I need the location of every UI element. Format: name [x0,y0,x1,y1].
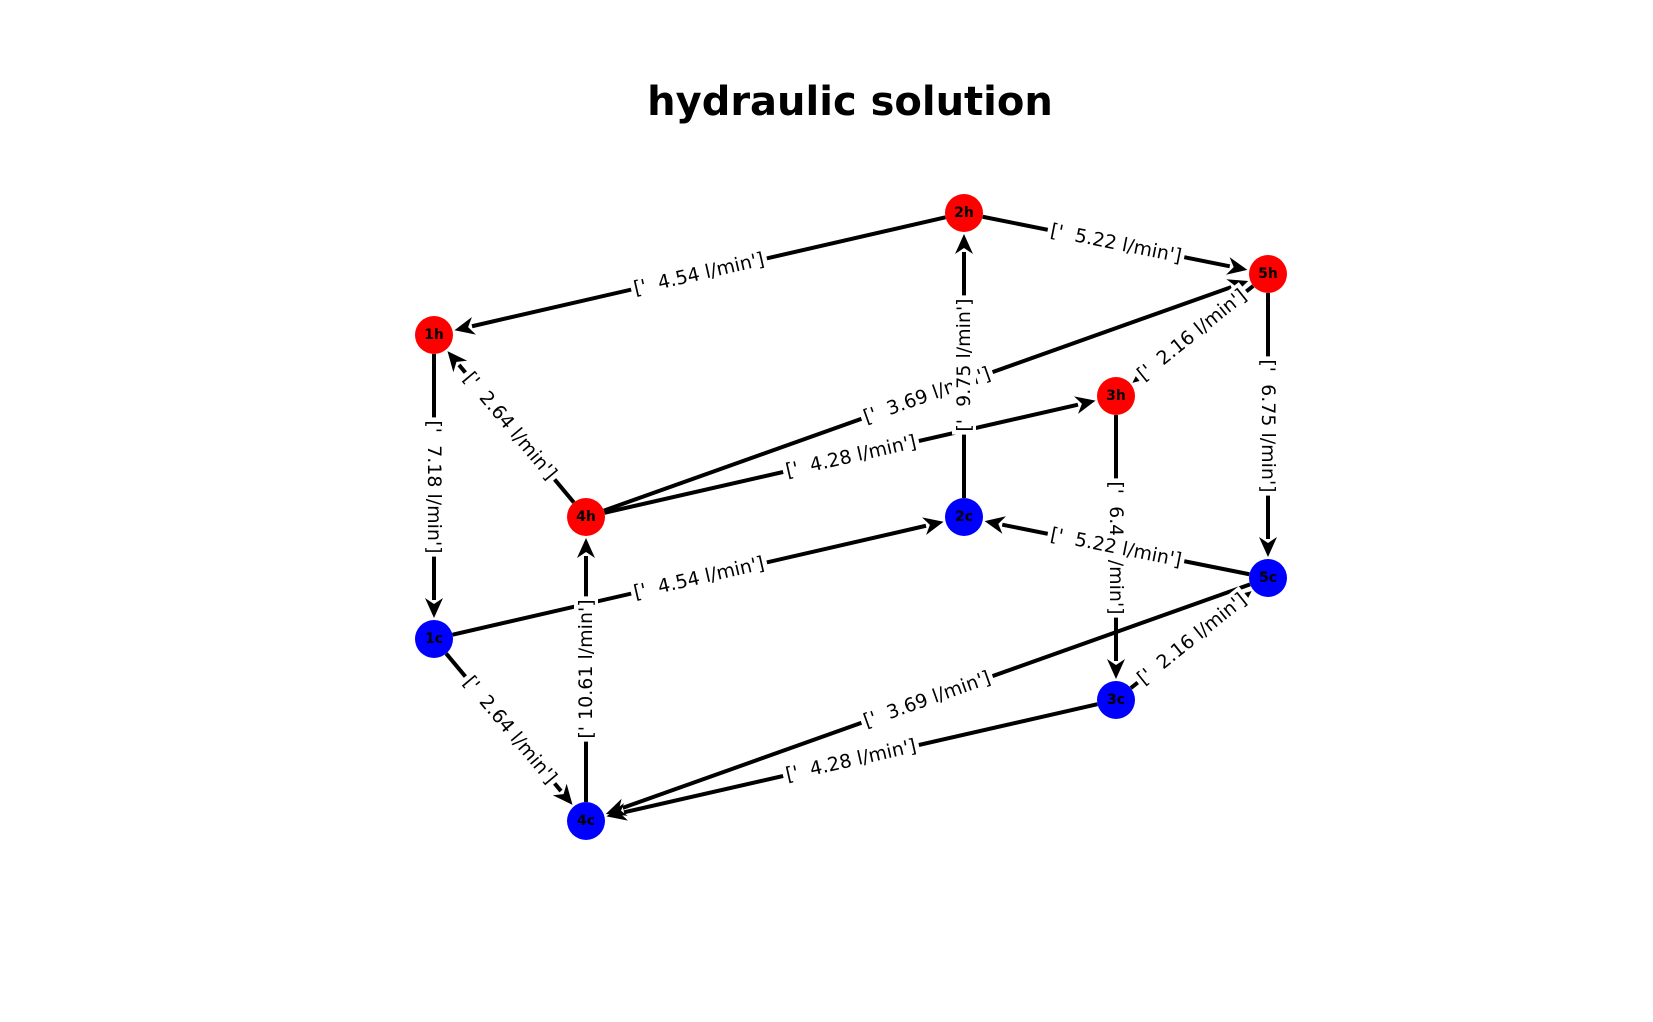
edge-label-background [780,733,922,788]
node-label: 4h [576,509,596,525]
edge-label-background [1256,356,1280,496]
edge-label-background [574,596,598,742]
edge-label-group: [' 2.16 l/min'] [1130,282,1254,388]
edge-label-background [628,550,770,606]
arrow-head-icon [447,351,468,373]
node-circle [415,620,453,658]
node-circle [567,498,605,536]
edge-label-background [1130,586,1254,692]
edge-label-background [857,664,997,735]
edge-label-group: [' 4.28 l/min'] [780,733,922,788]
arrow-head-icon [552,783,573,805]
edge-label-background [780,429,922,484]
edge-flow-label: [' 6.75 l/min'] [1257,359,1279,492]
edge-flow-label: [' 3.69 l/min'] [861,667,994,732]
edge-label-background [456,364,564,488]
edge-label-group: [' 2.64 l/min'] [456,364,564,488]
node-2c: 2c [945,498,983,536]
edge-flow-label: [' 4.54 l/min'] [632,552,767,603]
arrow-head-icon [984,516,1006,534]
node-3h: 3h [1097,377,1135,415]
node-circle [415,316,453,354]
arrow-head-icon [1259,537,1277,557]
arrow-head-icon [454,317,476,335]
edge-labels-layer: [' 4.54 l/min'] [' 5.22 l/min'] [' 2.64 l/… [422,218,1280,792]
node-circle [945,498,983,536]
node-label: 1c [425,631,443,647]
edge-label-group: [' 4.28 l/min'] [780,429,922,484]
edge-flow-label: [' 7.18 l/min'] [423,420,445,553]
edge-label-group: [' 6.75 l/min'] [1256,356,1280,496]
edge-flow-label: [' 10.61 l/min'] [575,599,597,738]
arrow-head-icon [606,803,628,821]
edge-flow-label: [' 4.54 l/min'] [632,248,767,299]
node-circle [1097,681,1135,719]
arrow-head-icon [605,798,628,816]
edge-label-group: [' 3.69 l/min'] [857,664,997,735]
edge-flow-label: [' 9.75 l/min'] [953,298,975,431]
arrow-head-icon [1107,659,1125,679]
node-3c: 3c [1097,681,1135,719]
node-label: 2c [955,509,973,525]
edge-flow-label: [' 2.64 l/min'] [459,672,561,788]
node-1c: 1c [415,620,453,658]
node-4c: 4c [567,802,605,840]
edges-layer [425,214,1277,821]
edge-label-group: [' 2.16 l/min'] [1130,586,1254,692]
node-label: 1h [424,327,444,343]
edge-label-background [456,668,564,792]
nodes-layer: 1h 2h 3h 4h 5h 1c 2c 3c 4c 5c [415,194,1287,840]
node-label: 2h [954,205,974,221]
node-label: 5c [1259,570,1277,586]
edge-label-background [628,246,770,302]
node-label: 4c [577,813,595,829]
edge-label-background [1045,218,1187,269]
edge-label-group: [' 4.54 l/min'] [628,550,770,606]
diagram-title: hydraulic solution [647,79,1053,125]
node-circle [1249,559,1287,597]
node-4h: 4h [567,498,605,536]
node-label: 3h [1106,388,1126,404]
edge-label-group: [' 10.61 l/min'] [574,596,598,742]
arrow-head-icon [955,234,973,254]
arrow-head-icon [1226,257,1248,275]
edge-flow-label: [' 5.22 l/min'] [1049,220,1184,268]
node-1h: 1h [415,316,453,354]
node-label: 5h [1258,266,1278,282]
arrow-head-icon [577,538,595,558]
edge-flow-label: [' 2.64 l/min'] [459,368,561,484]
edge-label-background [422,417,446,557]
arrow-head-icon [1074,396,1096,414]
node-circle [1097,377,1135,415]
node-circle [567,802,605,840]
node-5h: 5h [1249,255,1287,293]
edge-label-background [1045,522,1187,573]
arrow-head-icon [425,598,443,618]
node-5c: 5c [1249,559,1287,597]
node-2h: 2h [945,194,983,232]
edge-label-group: [' 7.18 l/min'] [422,417,446,557]
node-circle [945,194,983,232]
edge-label-group: [' 5.22 l/min'] [1045,218,1187,269]
edge-label-group: [' 2.64 l/min'] [456,668,564,792]
edge-label-group: [' 4.54 l/min'] [628,246,770,302]
edge-label-group: [' 9.75 l/min'] [952,295,976,435]
node-circle [1249,255,1287,293]
arrow-head-icon [922,517,944,535]
edge-label-background [952,295,976,435]
edge-label-background [1130,282,1254,388]
node-label: 3c [1107,692,1125,708]
